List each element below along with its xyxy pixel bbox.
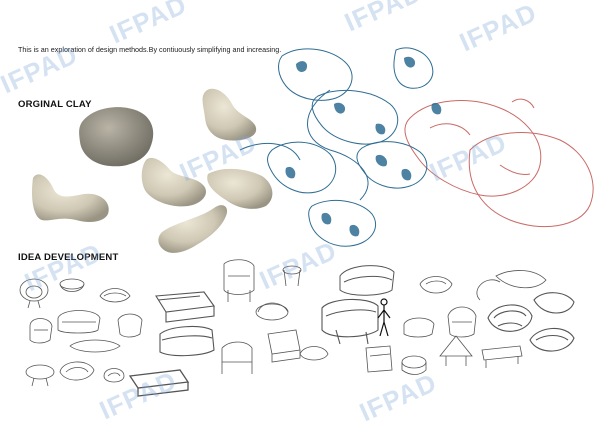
clay-model-center: [141, 157, 207, 207]
sketch-wing-chair: [447, 306, 477, 338]
sketch-pod-chair: [255, 302, 289, 321]
sketch-lounge-c: [403, 317, 435, 338]
sketch-pod-b: [419, 276, 453, 294]
sketch-bowl: [59, 278, 85, 292]
sketch-double-sofa: [57, 310, 101, 334]
sketch-shell-chair: [59, 361, 95, 381]
sketch-platform-sofa: [128, 369, 190, 397]
sketch-stool: [282, 265, 302, 287]
sketch-modular-sofa: [321, 298, 379, 345]
clay-models: [32, 88, 273, 253]
clay-model-shell: [207, 168, 273, 209]
sketch-cube-seat: [267, 329, 301, 363]
clay-model-top: [202, 88, 257, 141]
sketch-pebble-seat: [25, 364, 55, 387]
blue-sketch-group: [239, 47, 434, 247]
blue-shading: [285, 56, 442, 237]
sketch-armchair-tall: [223, 259, 255, 302]
sketch-chair-round: [19, 278, 49, 309]
clay-model-left: [32, 174, 109, 222]
sketch-curved-bench: [69, 339, 121, 353]
sketch-chair-basket: [29, 318, 53, 344]
concept-sketches: [239, 47, 594, 247]
sketch-lounge: [99, 288, 131, 303]
sketch-coil-chair: [487, 304, 533, 332]
sketch-tent-chair: [439, 335, 473, 366]
sketch-curl-lounge: [476, 270, 547, 301]
section-heading-original-clay: ORGINAL CLAY: [18, 99, 92, 110]
sketch-wire-chair: [221, 341, 253, 374]
sketch-spiral-stool: [103, 368, 125, 383]
sketch-sofa-box: [155, 291, 215, 323]
sketch-round-ottoman: [401, 355, 427, 375]
clay-model-rough: [79, 107, 154, 167]
clay-model-bottom: [158, 205, 228, 253]
human-figure: [377, 298, 391, 337]
sketch-shell-small: [299, 346, 329, 361]
intro-text: This is an exploration of design methods…: [18, 45, 282, 54]
sketch-bench-low: [481, 345, 523, 368]
sketch-sofa-long: [159, 325, 215, 357]
sketch-round-sofa-a: [339, 265, 395, 296]
red-sketch-group: [404, 98, 594, 228]
section-heading-idea-development: IDEA DEVELOPMENT: [18, 252, 119, 263]
sketch-box-seat: [365, 345, 393, 373]
sketch-nest-chair: [529, 292, 575, 352]
idea-sketches: [19, 259, 575, 397]
sketch-tub-chair: [117, 313, 143, 338]
